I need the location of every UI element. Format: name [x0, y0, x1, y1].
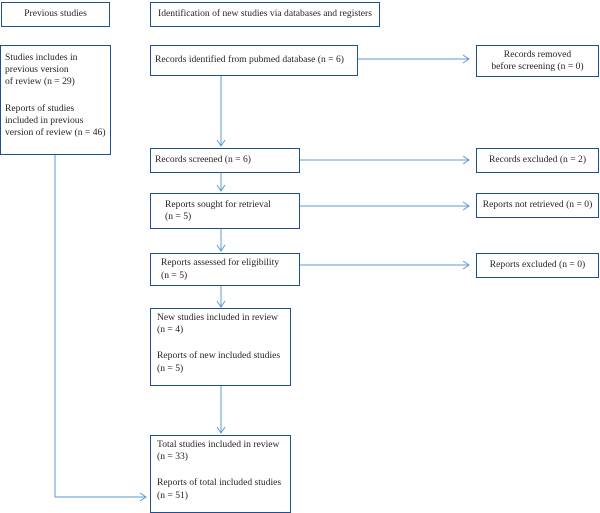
- records-screened-label: Records screened (n = 6): [155, 154, 251, 166]
- records-removed-box: Records removed before screening (n = 0): [476, 45, 599, 77]
- records-screened-box: Records screened (n = 6): [150, 148, 300, 173]
- total-studies-count: Total studies included in review (n = 33…: [157, 439, 280, 463]
- reports-not-retrieved-label: Reports not retrieved (n = 0): [482, 199, 593, 211]
- arrow-previous-to-total: [54, 155, 146, 498]
- records-excluded-label: Records excluded (n = 2): [488, 154, 587, 166]
- total-studies-included-box: Total studies included in review (n = 33…: [150, 435, 291, 513]
- header-new-studies: Identification of new studies via databa…: [150, 2, 380, 27]
- header-previous-studies: Previous studies: [1, 2, 110, 27]
- records-identified-label: Records identified from pubmed database …: [155, 54, 344, 66]
- reports-assessed-box: Reports assessed for eligibility (n = 5): [150, 253, 300, 286]
- reports-excluded-label: Reports excluded (n = 0): [489, 259, 586, 271]
- previous-studies-count: Studies includes in previous version of …: [5, 52, 78, 88]
- records-identified-box: Records identified from pubmed database …: [150, 45, 358, 76]
- previous-reports-count: Reports of studies included in previous …: [5, 102, 106, 139]
- records-removed-label: Records removed before screening (n = 0): [491, 48, 584, 72]
- new-studies-count: New studies included in review (n = 4): [157, 312, 278, 336]
- reports-excluded-box: Reports excluded (n = 0): [476, 253, 599, 278]
- reports-sought-box: Reports sought for retrieval (n = 5): [150, 193, 300, 229]
- records-excluded-box: Records excluded (n = 2): [476, 148, 599, 173]
- reports-sought-label: Reports sought for retrieval (n = 5): [165, 198, 271, 222]
- new-studies-included-box: New studies included in review (n = 4) R…: [150, 308, 291, 386]
- reports-assessed-label: Reports assessed for eligibility (n = 5): [161, 257, 280, 281]
- header-previous-studies-label: Previous studies: [24, 8, 87, 20]
- new-reports-count: Reports of new included studies (n = 5): [157, 350, 281, 374]
- header-new-studies-label: Identification of new studies via databa…: [158, 8, 372, 20]
- total-reports-count: Reports of total included studies (n = 5…: [157, 477, 282, 501]
- previous-studies-box: Studies includes in previous version of …: [0, 45, 111, 155]
- reports-not-retrieved-box: Reports not retrieved (n = 0): [476, 193, 599, 218]
